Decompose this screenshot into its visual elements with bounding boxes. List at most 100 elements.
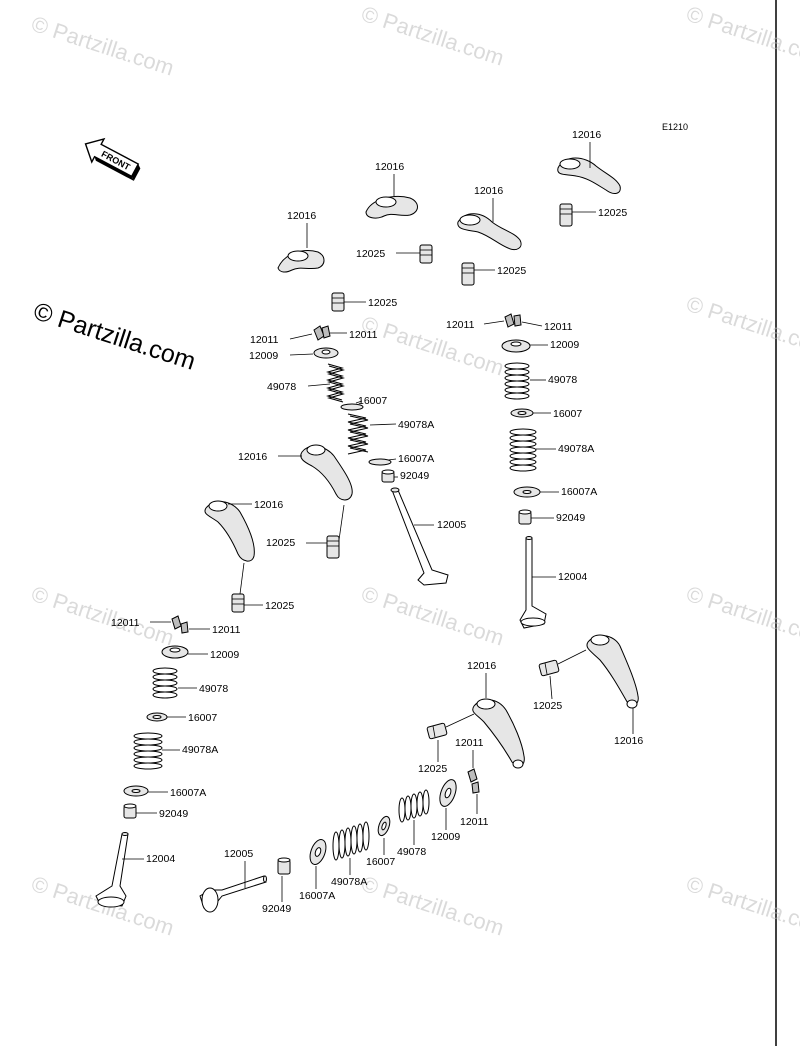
label-12011-c: 12011 — [446, 319, 475, 331]
label-12016-b: 12016 — [375, 161, 404, 173]
label-12011-g: 12011 — [455, 737, 484, 749]
retainer-bottom — [439, 779, 457, 807]
label-49078A-a: 49078A — [398, 419, 434, 431]
label-12011-e: 12011 — [111, 617, 140, 629]
adjusting-screw-5 — [326, 535, 340, 559]
label-16007-d: 16007 — [366, 856, 395, 868]
label-12011-b: 12011 — [349, 329, 378, 341]
cotters-right — [504, 313, 522, 328]
label-12025-f: 12025 — [265, 600, 294, 612]
svg-text:© Partzilla.com: © Partzilla.com — [683, 581, 800, 651]
svg-text:© Partzilla.com: © Partzilla.com — [683, 291, 800, 361]
spring-outer-left — [152, 667, 178, 699]
label-12016-f: 12016 — [254, 499, 283, 511]
valve-intake-left — [95, 832, 129, 908]
label-12009-c: 12009 — [210, 649, 239, 661]
rocker-arm-7 — [472, 698, 525, 769]
valve-exhaust-center — [390, 487, 449, 586]
label-12025-c: 12025 — [497, 265, 526, 277]
spring-seat-a-center — [368, 458, 392, 466]
label-12005-b: 12005 — [224, 848, 253, 860]
spring-seat-a-bottom — [309, 839, 327, 865]
label-12025-g: 12025 — [533, 700, 562, 712]
rocker-arm-2 — [365, 196, 418, 219]
rocker-arm-8 — [586, 634, 639, 709]
spring-outer-center — [325, 363, 346, 403]
label-92049-b: 92049 — [556, 512, 585, 524]
spring-seat-center — [340, 403, 364, 411]
label-49078-a: 49078 — [267, 381, 296, 393]
retainer-right — [501, 339, 531, 353]
spring-seat-bottom — [377, 815, 391, 837]
label-12011-h: 12011 — [460, 816, 489, 828]
label-12025-h: 12025 — [418, 763, 447, 775]
label-12016-a: 12016 — [287, 210, 316, 222]
adjusting-screw-1 — [331, 292, 345, 312]
front-arrow-icon: FRONT — [84, 137, 141, 181]
svg-text:© Partzilla.com: © Partzilla.com — [28, 11, 177, 81]
svg-text:© Partzilla.com: © Partzilla.com — [28, 581, 177, 651]
valve-intake-right — [519, 536, 547, 629]
label-12009-b: 12009 — [550, 339, 579, 351]
label-49078A-d: 49078A — [331, 876, 367, 888]
spring-outer-bottom — [398, 789, 430, 823]
spring-seat-a-right — [513, 486, 541, 498]
label-12025-d: 12025 — [598, 207, 627, 219]
cotters-center — [313, 325, 331, 341]
label-12016-d: 12016 — [572, 129, 601, 141]
label-12011-a: 12011 — [250, 334, 279, 346]
adjusting-screw-4 — [559, 203, 573, 227]
label-12025-b: 12025 — [356, 248, 385, 260]
rocker-arm-4 — [557, 157, 621, 194]
label-12009-a: 12009 — [249, 350, 278, 362]
seal-right — [518, 509, 532, 525]
label-12016-e: 12016 — [238, 451, 267, 463]
svg-text:© Partzilla.com: © Partzilla.com — [358, 581, 507, 651]
retainer-center — [313, 347, 339, 359]
label-12005-a: 12005 — [437, 519, 466, 531]
label-16007A-b: 16007A — [561, 486, 597, 498]
label-12009-d: 12009 — [431, 831, 460, 843]
rocker-arm-3 — [457, 213, 522, 251]
cotters-left — [171, 615, 189, 634]
label-12016-g: 12016 — [467, 660, 496, 672]
svg-text:© Partzilla.com: © Partzilla.com — [358, 1, 507, 71]
spring-inner-right — [509, 428, 537, 472]
label-12004-a: 12004 — [558, 571, 587, 583]
label-16007-a: 16007 — [358, 395, 387, 407]
adjusting-screw-2 — [419, 244, 433, 264]
cotters-bottom — [467, 768, 480, 794]
label-12016-h: 12016 — [614, 735, 643, 747]
adjusting-screw-3 — [461, 262, 475, 286]
label-49078A-b: 49078A — [558, 443, 594, 455]
label-16007A-a: 16007A — [398, 453, 434, 465]
label-12011-f: 12011 — [212, 624, 241, 636]
label-16007A-c: 16007A — [170, 787, 206, 799]
svg-text:© Partzilla.com: © Partzilla.com — [358, 311, 507, 381]
spring-seat-left — [146, 712, 168, 722]
label-49078-c: 49078 — [199, 683, 228, 695]
rocker-arm-1 — [277, 250, 325, 273]
label-12004-b: 12004 — [146, 853, 175, 865]
spring-inner-center — [347, 413, 369, 455]
spring-inner-bottom — [332, 821, 370, 861]
svg-text:© Partzilla.com: © Partzilla.com — [358, 871, 507, 941]
label-16007A-d: 16007A — [299, 890, 335, 902]
seal-left — [123, 803, 137, 819]
label-92049-c: 92049 — [159, 808, 188, 820]
label-12016-c: 12016 — [474, 185, 503, 197]
diagram-code: E1210 — [662, 122, 688, 132]
rocker-arm-5 — [300, 444, 353, 501]
label-49078-d: 49078 — [397, 846, 426, 858]
copyright-text: © Partzilla.com — [30, 297, 199, 376]
valve-exhaust-bottom — [199, 875, 267, 913]
retainer-left — [161, 645, 189, 659]
adjusting-screw-8 — [426, 722, 448, 740]
label-92049-d: 92049 — [262, 903, 291, 915]
label-16007-c: 16007 — [188, 712, 217, 724]
label-92049-a: 92049 — [400, 470, 429, 482]
label-12025-a: 12025 — [368, 297, 397, 309]
spring-seat-a-left — [123, 785, 149, 797]
label-12025-e: 12025 — [266, 537, 295, 549]
